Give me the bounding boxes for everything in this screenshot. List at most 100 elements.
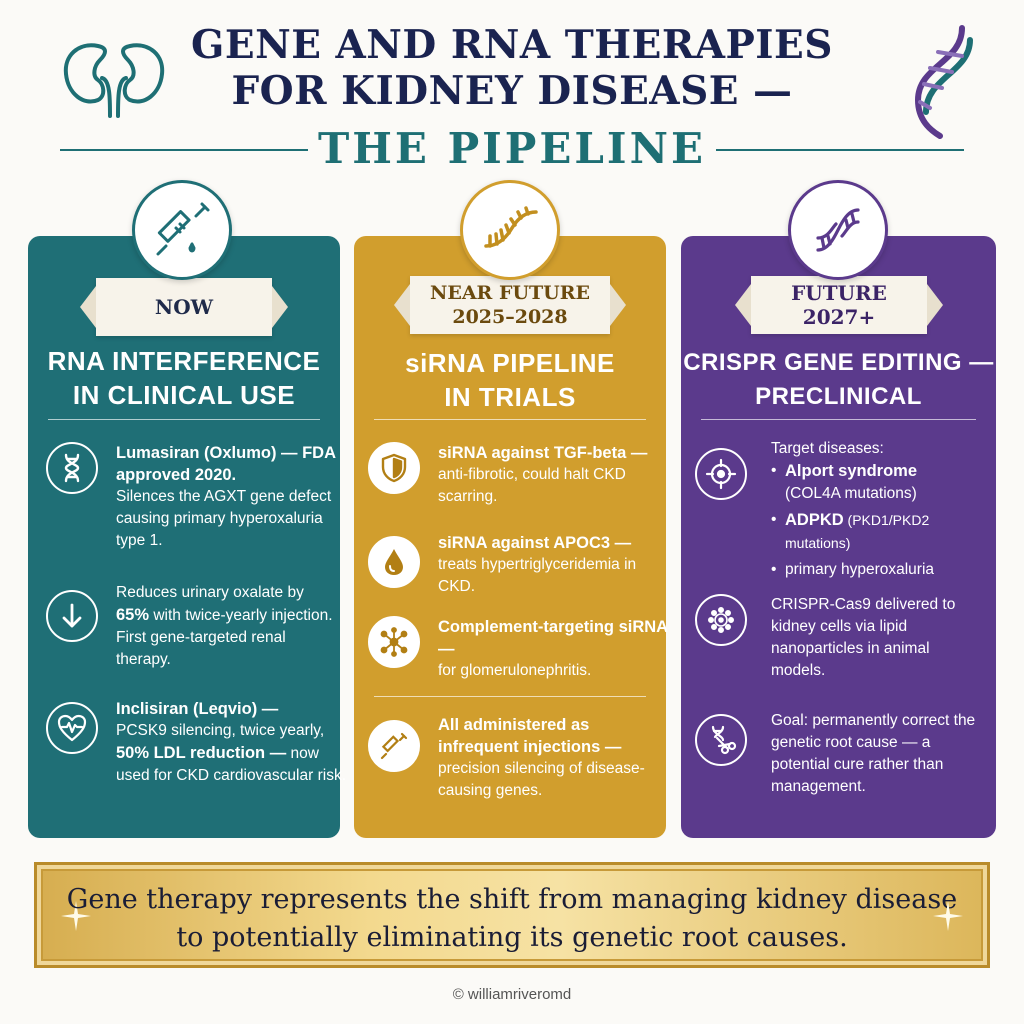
- item-title: siRNA against TGF-beta —: [438, 444, 648, 462]
- ribbon-years: 2025–2028: [452, 306, 568, 328]
- list-item: Lumasiran (Oxlumo) — FDA approved 2020. …: [46, 442, 336, 582]
- item-body: for glomerulonephritis.: [438, 662, 592, 679]
- summary-banner: Gene therapy represents the shift from m…: [34, 862, 990, 968]
- item-text: Goal: permanently correct the genetic ro…: [771, 710, 991, 798]
- subtitle-rule-left: [60, 149, 308, 151]
- item-body: anti-fibrotic, could halt CKD scarring.: [438, 466, 626, 505]
- divider: [374, 419, 646, 420]
- list-item: All administered as infrequent injection…: [368, 714, 664, 814]
- syringe-icon: [132, 180, 232, 280]
- arrow-down-icon: [46, 590, 98, 642]
- item-body: treats hypertriglyceridemia in CKD.: [438, 556, 637, 595]
- ribbon-years: 2027+: [802, 305, 876, 329]
- target-icon: [695, 448, 747, 500]
- item-title: Complement-targeting siRNA —: [438, 618, 668, 658]
- ribbon-near-future: NEAR FUTURE 2025–2028: [394, 276, 626, 334]
- subtitle-rule-right: [716, 149, 964, 151]
- sparkle-icon: [933, 901, 963, 931]
- item-text: Target diseases: Alport syndrome (COL4A m…: [771, 438, 995, 581]
- syringe-icon: [368, 720, 420, 772]
- ribbon-now: NOW: [80, 278, 288, 336]
- column-heading-line-1: siRNA PIPELINE: [405, 348, 615, 378]
- item-body-2: now used for CKD cardiovascular risk.: [116, 745, 346, 784]
- list-item: Complement-targeting siRNA — for glomeru…: [368, 616, 668, 680]
- column-heading: RNA INTERFERENCE IN CLINICAL USE: [28, 344, 340, 412]
- list-item: ADPKD (PKD1/PKD2 mutations): [771, 509, 995, 555]
- list-item: Inclisiran (Leqvio) — PCSK9 silencing, t…: [46, 698, 346, 818]
- kidneys-icon: [58, 38, 170, 118]
- dna-helix-icon: [900, 22, 980, 142]
- dna-icon: [46, 442, 98, 494]
- item-highlight: 50% LDL reduction —: [116, 744, 287, 762]
- item-highlight: 65%: [116, 606, 150, 624]
- list-item: siRNA against TGF-beta — anti-fibrotic, …: [368, 442, 664, 526]
- copyright-text: © williamriveromd: [452, 986, 572, 1003]
- item-body: precision silencing of disease-causing g…: [438, 760, 645, 799]
- item-body: CRISPR-Cas9 delivered to kidney cells vi…: [771, 596, 956, 679]
- dna-scissors-icon: [695, 714, 747, 766]
- column-heading-line-1: CRISPR GENE EDITING —: [683, 349, 994, 376]
- item-text: Inclisiran (Leqvio) — PCSK9 silencing, t…: [116, 698, 348, 787]
- droplet-icon: [368, 536, 420, 588]
- column-near-future: NEAR FUTURE 2025–2028 siRNA PIPELINE IN …: [354, 236, 668, 838]
- item-intro: Target diseases:: [771, 440, 884, 457]
- rna-strand-icon: [460, 180, 560, 280]
- list-item: CRISPR-Cas9 delivered to kidney cells vi…: [695, 594, 995, 694]
- column-heading-line-2: IN CLINICAL USE: [72, 380, 296, 410]
- item-body: with twice-yearly injection. First gene-…: [116, 607, 333, 668]
- ribbon-label: NEAR FUTURE: [429, 282, 591, 304]
- ribbon-label: FUTURE: [791, 281, 887, 305]
- molecule-icon: [368, 616, 420, 668]
- item-text: CRISPR-Cas9 delivered to kidney cells vi…: [771, 594, 983, 682]
- item-text: Lumasiran (Oxlumo) — FDA approved 2020. …: [116, 442, 338, 552]
- item-body: Silences the AGXT gene defect causing pr…: [116, 488, 332, 549]
- disease-detail: (PKD1/PKD2 mutations): [785, 512, 930, 551]
- list-item: primary hyperoxaluria: [771, 559, 995, 581]
- ribbon-future: FUTURE 2027+: [735, 276, 943, 334]
- item-body: PCSK9 silencing, twice yearly,: [116, 722, 325, 739]
- disease-name: Alport syndrome: [785, 462, 918, 480]
- item-body: Goal: permanently correct the genetic ro…: [771, 712, 976, 795]
- sparkle-icon: [61, 901, 91, 931]
- heart-pulse-icon: [46, 702, 98, 754]
- subtitle-row: THE PIPELINE: [60, 124, 964, 174]
- column-heading: siRNA PIPELINE IN TRIALS: [354, 346, 666, 414]
- list-item: siRNA against APOC3 — treats hypertrigly…: [368, 532, 664, 612]
- banner-line-2: to potentially eliminating its genetic r…: [176, 922, 848, 953]
- ribbon-label: NOW: [154, 295, 214, 319]
- item-title: Lumasiran (Oxlumo) — FDA approved 2020.: [116, 444, 336, 484]
- target-disease-list: Alport syndrome (COL4A mutations) ADPKD (…: [771, 460, 995, 581]
- divider: [48, 419, 320, 420]
- disease-detail: (COL4A mutations): [785, 485, 917, 502]
- list-item: Alport syndrome (COL4A mutations): [771, 460, 995, 505]
- disease-name: ADPKD: [785, 511, 844, 529]
- column-now: NOW RNA INTERFERENCE IN CLINICAL USE Lum…: [28, 236, 346, 838]
- item-text: siRNA against TGF-beta — anti-fibrotic, …: [438, 442, 658, 508]
- nanoparticle-icon: [695, 594, 747, 646]
- column-heading-line-2: PRECLINICAL: [755, 383, 922, 410]
- list-item: Target diseases: Alport syndrome (COL4A m…: [695, 438, 995, 581]
- list-item: Goal: permanently correct the genetic ro…: [695, 710, 995, 810]
- banner-text: Gene therapy represents the shift from m…: [37, 881, 987, 957]
- title-line-2: FOR KIDNEY DISEASE —: [231, 68, 793, 114]
- page-subtitle: THE PIPELINE: [318, 124, 706, 173]
- item-text: siRNA against APOC3 — treats hypertrigly…: [438, 532, 658, 598]
- title-line-1: GENE AND RNA THERAPIES: [191, 22, 833, 68]
- banner-line-1: Gene therapy represents the shift from m…: [66, 884, 958, 915]
- column-heading: CRISPR GENE EDITING — PRECLINICAL: [681, 346, 996, 414]
- shield-icon: [368, 442, 420, 494]
- column-heading-line-1: RNA INTERFERENCE: [47, 346, 321, 376]
- item-title: Inclisiran (Leqvio) —: [116, 700, 279, 718]
- divider: [701, 419, 976, 420]
- item-title: siRNA against APOC3 —: [438, 534, 632, 552]
- page-title: GENE AND RNA THERAPIES FOR KIDNEY DISEAS…: [0, 22, 1024, 114]
- item-pre: Reduces urinary oxalate by: [116, 584, 304, 601]
- column-heading-line-2: IN TRIALS: [444, 382, 576, 412]
- disease-detail: primary hyperoxaluria: [785, 561, 935, 578]
- item-text: Reduces urinary oxalate by 65% with twic…: [116, 582, 338, 671]
- list-item: Reduces urinary oxalate by 65% with twic…: [46, 582, 336, 682]
- dna-helix-icon: [788, 180, 888, 280]
- item-title: All administered as infrequent injection…: [438, 716, 622, 756]
- item-text: Complement-targeting siRNA — for glomeru…: [438, 616, 668, 682]
- column-future: FUTURE 2027+ CRISPR GENE EDITING — PRECL…: [681, 236, 996, 838]
